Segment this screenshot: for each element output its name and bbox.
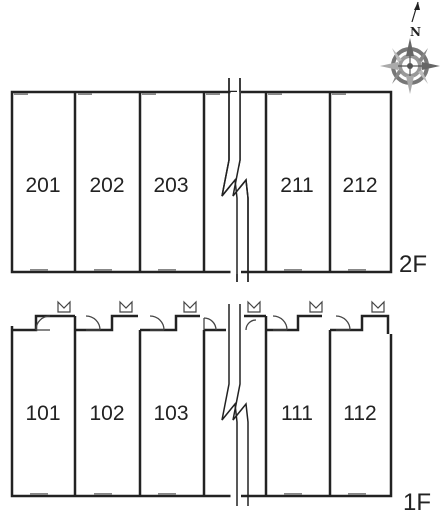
meter-box-icons [57, 300, 385, 313]
unit-111: 111 [281, 402, 313, 425]
unit-112: 112 [343, 402, 376, 425]
unit-103: 103 [153, 402, 188, 425]
unit-202: 202 [89, 174, 124, 197]
floor-label-1f: 1F [403, 489, 431, 516]
unit-201: 201 [25, 174, 60, 197]
unit-211: 211 [280, 174, 313, 197]
compass-rose-icon: N [380, 1, 440, 94]
floor-2f: 201 202 203 211 212 2F [10, 78, 427, 282]
unit-212: 212 [342, 174, 377, 197]
door-swings [35, 315, 351, 331]
unit-101: 101 [25, 402, 60, 425]
unit-102: 102 [89, 402, 124, 425]
unit-203: 203 [153, 174, 188, 197]
floor-1f: 101 102 103 111 112 1F [10, 300, 431, 516]
floor-label-2f: 2F [399, 251, 427, 278]
compass-north-label: N [410, 25, 421, 39]
